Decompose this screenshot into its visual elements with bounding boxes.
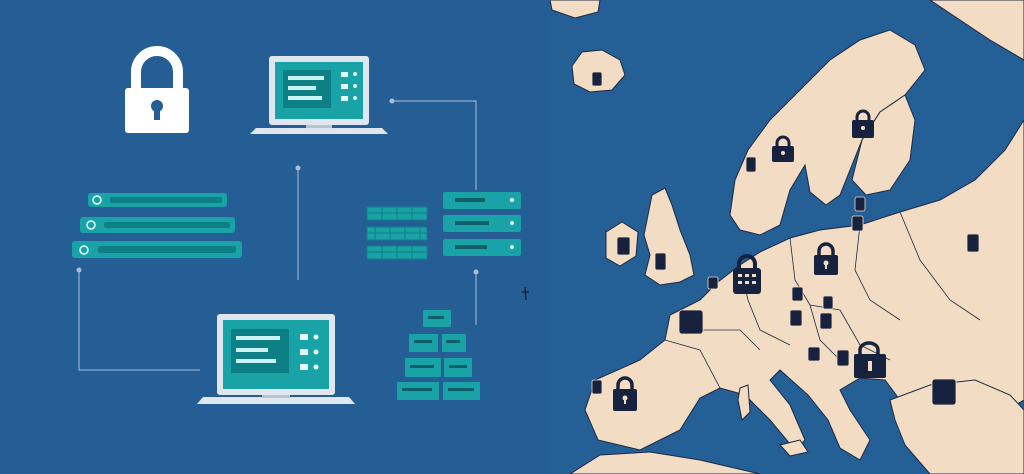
network-security-diagram (72, 46, 529, 404)
server-lock-icon (789, 309, 803, 327)
server-lock-icon (822, 295, 834, 310)
land-corsica-sardinia (737, 384, 751, 422)
padlock-icon (613, 376, 637, 411)
server-lock-icon (807, 346, 821, 362)
server-lock-icon (854, 196, 866, 212)
divider-mark (522, 286, 529, 301)
connector-node (473, 269, 479, 275)
land-iceland (571, 49, 626, 93)
server-lock-icon (678, 309, 704, 335)
connector-bars-to-laptop (78, 270, 200, 371)
padlock-icon (854, 341, 886, 378)
server-lock-icon (966, 233, 980, 253)
connector-node (76, 267, 82, 273)
land-arctic-east (929, 0, 1024, 61)
padlock-icon (852, 109, 874, 138)
server-lock-icon (616, 236, 631, 256)
server-lock-icon (851, 215, 864, 232)
padlock-icon (814, 242, 838, 275)
padlock-icon (733, 254, 761, 294)
europe-map-svg (550, 0, 1024, 474)
connector-node (295, 165, 301, 171)
network-diagram-svg (72, 46, 529, 404)
land-masses (550, 0, 1024, 474)
land-sicily (779, 439, 809, 457)
connector-laptop-to-servers (392, 100, 477, 190)
server-lock-icon (707, 276, 719, 290)
land-arctic (550, 0, 601, 19)
land-finland (851, 94, 916, 196)
server-rack-icon (443, 192, 521, 256)
brick-wall-icon (366, 206, 428, 260)
land-north-africa (569, 451, 761, 474)
connector-node (389, 98, 395, 104)
padlock-icon (125, 46, 189, 133)
padlock-icon (772, 135, 794, 162)
connector-lines (76, 98, 479, 371)
server-lock-icon (591, 71, 603, 87)
land-mainland (584, 119, 1024, 461)
data-blocks (397, 310, 480, 400)
server-lock-icon (836, 349, 850, 367)
map-server-markers (591, 71, 980, 406)
land-great-britain (643, 187, 695, 286)
map-lock-markers (613, 109, 886, 411)
server-lock-icon (931, 378, 957, 406)
laptop-icon (197, 314, 355, 404)
status-bars (72, 193, 242, 258)
server-lock-icon (745, 156, 757, 173)
land-anatolia (889, 379, 1024, 474)
server-lock-icon (654, 252, 667, 271)
server-lock-icon (819, 312, 833, 330)
server-lock-icon (591, 379, 603, 395)
server-lock-icon (791, 286, 804, 302)
laptop-icon (250, 56, 388, 134)
europe-map (550, 0, 1024, 474)
